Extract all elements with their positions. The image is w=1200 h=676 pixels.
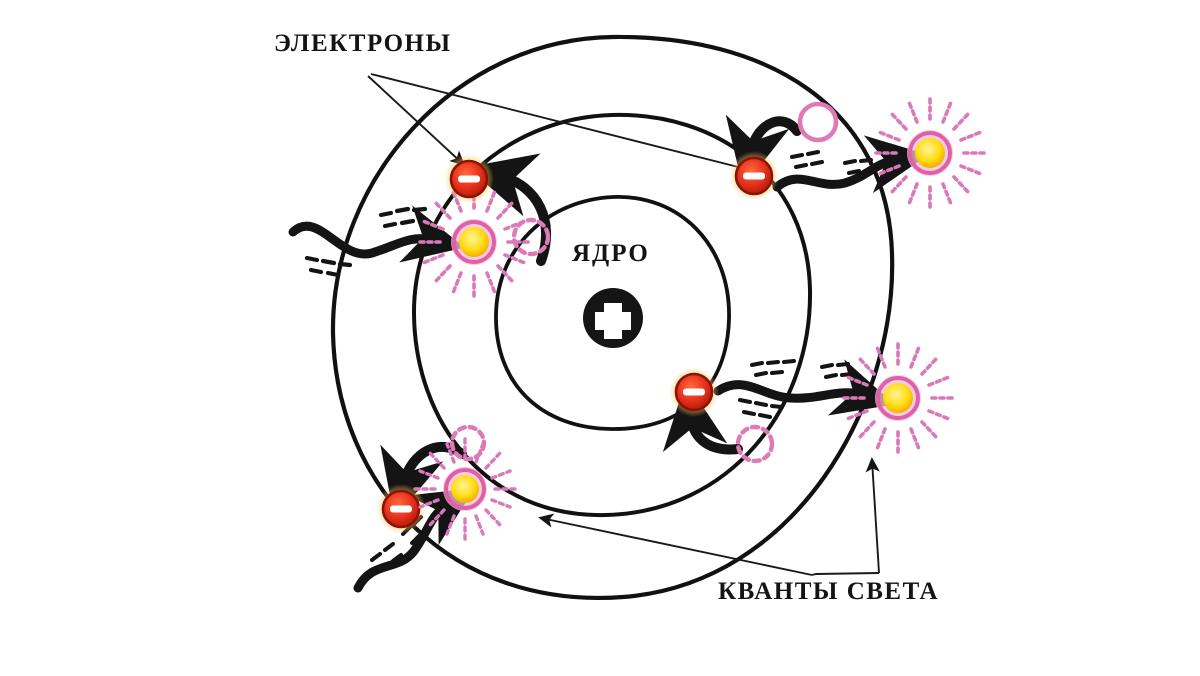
motion-dashes	[790, 150, 877, 175]
leader-electrons-long	[370, 73, 753, 174]
jump-arrow-upper-left	[466, 153, 551, 266]
leader-quanta-right-stem	[865, 457, 880, 574]
photon-left-absorbed	[416, 184, 532, 300]
minus-icon	[458, 175, 480, 183]
photon-lower-left	[413, 437, 517, 541]
photon-rays	[840, 340, 956, 456]
motion-dashes	[738, 359, 854, 419]
vacancy-left	[511, 217, 551, 257]
leader-quanta-left	[538, 513, 813, 576]
jump-arrow-mid-right	[662, 380, 743, 455]
leader-arrows-electrons	[367, 73, 753, 174]
wave-arrow-left-in	[288, 205, 465, 278]
photon-right-emitted	[840, 340, 956, 456]
leader-arrows-quanta	[538, 457, 880, 576]
photon-rays	[413, 437, 517, 541]
photon-rays	[416, 184, 532, 300]
label-electrons: ЭЛЕКТРОНЫ	[274, 30, 452, 57]
photon-upper-right-emitted	[872, 95, 988, 211]
leader-quanta-right	[811, 572, 880, 576]
vacancy-upper-right	[797, 101, 839, 143]
minus-icon	[390, 505, 412, 513]
plus-icon	[595, 303, 631, 339]
leader-electrons-short	[367, 75, 466, 166]
minus-icon	[683, 388, 705, 396]
motion-dashes	[304, 206, 428, 278]
vacancy-mid-right	[735, 424, 775, 464]
electron-upper-left	[444, 154, 494, 204]
jump-arrow-lower-left	[380, 441, 467, 519]
jump-arrow-upper-right	[725, 114, 802, 188]
electron-mid-right	[669, 367, 719, 417]
wave-arrow-mid-right-out	[713, 359, 895, 419]
minus-icon	[743, 172, 765, 180]
photon-rays	[872, 95, 988, 211]
electron-lower-left	[376, 484, 426, 534]
nucleus	[583, 288, 643, 348]
label-light-quanta: КВАНТЫ СВЕТА	[718, 578, 940, 605]
electron-upper-right	[729, 151, 779, 201]
orbit-outer	[330, 34, 895, 601]
wave-arrow-upper-right-out	[772, 135, 929, 194]
label-nucleus: ЯДРО	[572, 240, 650, 267]
